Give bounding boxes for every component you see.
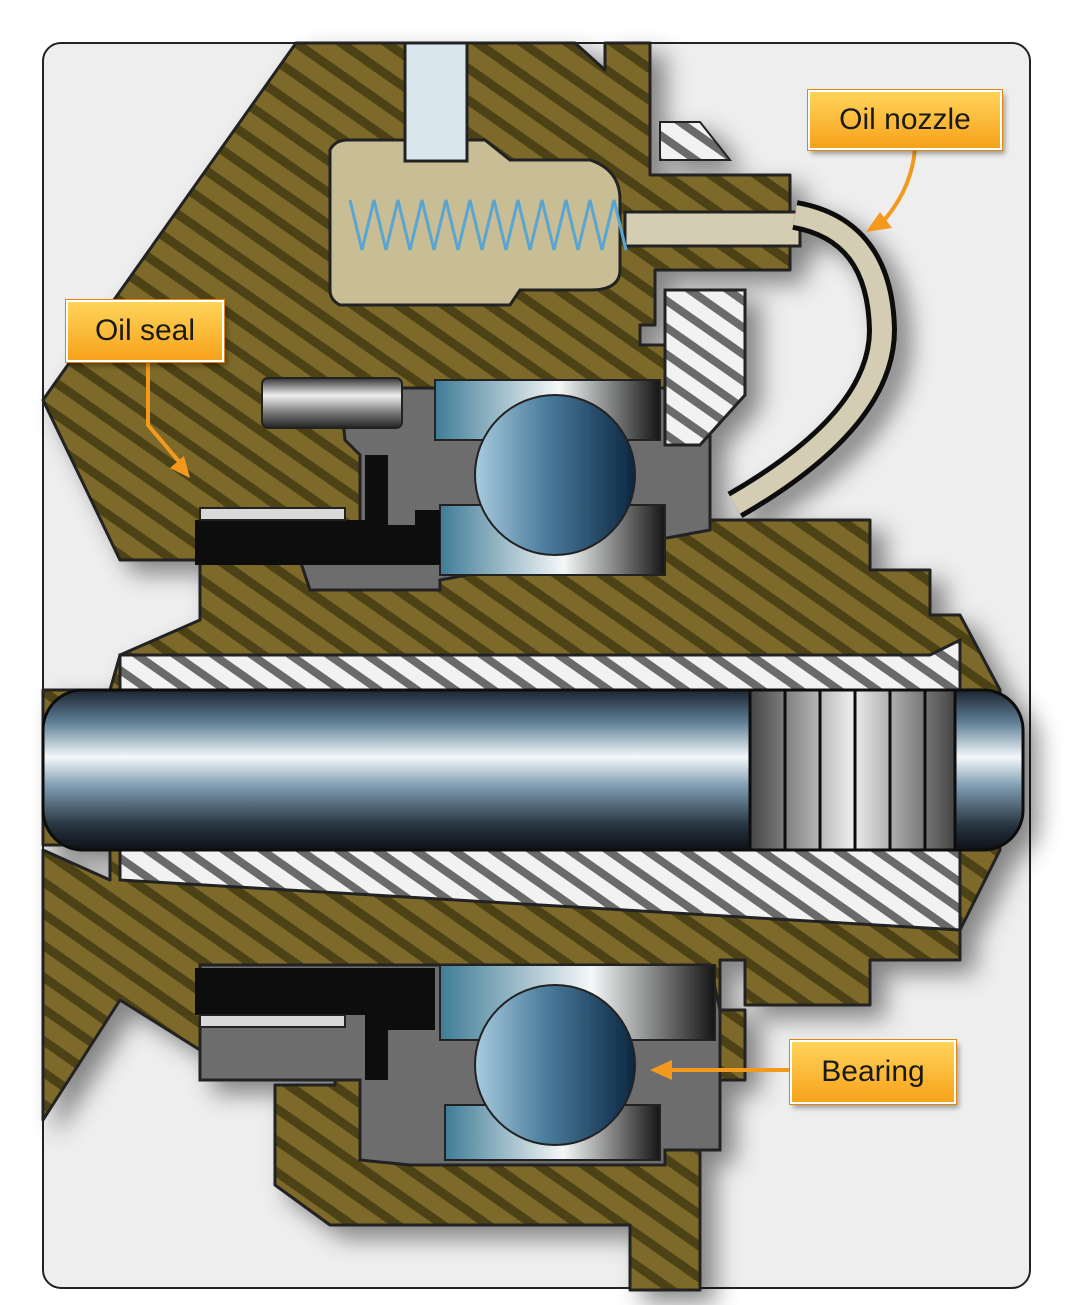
retainer-top: [659, 121, 733, 161]
seal-ring-lower: [199, 1014, 346, 1028]
oil-seal-lower: [195, 968, 435, 1080]
roller-pin: [261, 377, 403, 429]
oil-seal-upper: [195, 455, 440, 565]
leader-bearing: [650, 1060, 790, 1080]
seal-ring-upper: [199, 507, 346, 521]
leader-oil-seal: [146, 362, 190, 478]
leader-oil-nozzle: [866, 147, 917, 232]
nozzle-stem: [623, 210, 802, 248]
oil-passage: [403, 41, 469, 163]
bearing-ball-lower: [474, 984, 636, 1146]
bearing-ball-upper: [474, 394, 636, 556]
retainer-upper-right: [663, 288, 747, 447]
oil-seal-label: Oil seal: [65, 299, 225, 363]
bearing-label: Bearing: [789, 1039, 957, 1105]
oil-nozzle-label: Oil nozzle: [807, 89, 1003, 151]
spring: [348, 199, 628, 251]
